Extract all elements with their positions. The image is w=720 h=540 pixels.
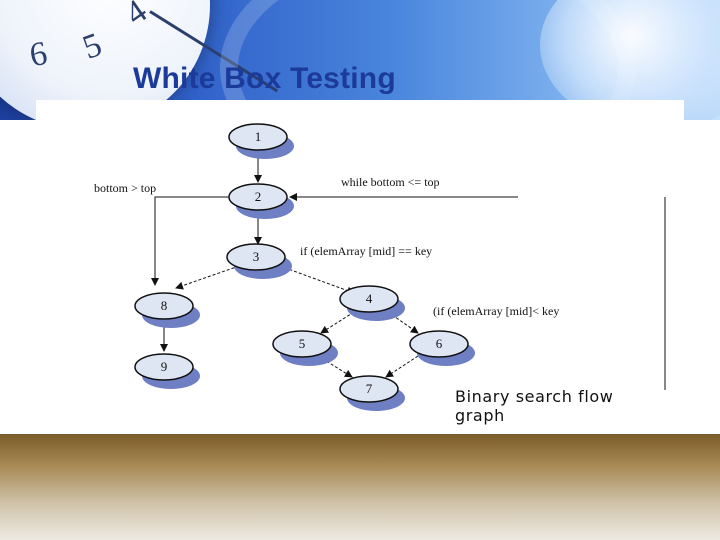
flow-graph: 1 2 3 4 5 6 7 8 9 bottom > top while bottom <= t… [94,123,666,411]
node-9-ellipse [134,353,194,381]
edge-2-8 [151,196,229,286]
label-if-less: (if (elemArray [mid]< key [433,304,559,318]
edge-4-5 [320,311,355,334]
edge-3-8 [175,265,240,290]
node-1: 1 [228,123,294,159]
node-2-label: 2 [255,189,262,204]
node-3-label: 3 [253,249,260,264]
edge-3-4 [279,265,355,295]
slide-title: White Box Testing [133,62,396,95]
node-6-ellipse [409,330,469,358]
node-layer: 1 2 3 4 5 6 7 8 9 [134,123,475,411]
node-4-ellipse [339,285,399,313]
node-6: 6 [409,330,475,366]
label-if-equal: if (elemArray [mid] == key [300,244,432,258]
node-4: 4 [339,285,405,321]
node-6-label: 6 [436,336,443,351]
flow-graph-figure: 1 2 3 4 5 6 7 8 9 bottom > top while bottom <= t… [36,100,684,434]
figure-caption: Binary search flow graph [455,387,614,425]
edge-6-7 [385,355,419,378]
node-5: 5 [272,330,338,366]
node-7: 7 [339,375,405,411]
node-7-label: 7 [366,381,373,396]
node-2: 2 [228,183,294,219]
node-8-label: 8 [161,298,168,313]
node-1-label: 1 [255,129,262,144]
node-9-label: 9 [161,359,168,374]
node-5-ellipse [272,330,332,358]
node-3: 3 [226,243,292,279]
node-8: 8 [134,292,200,328]
label-bottom-gt-top: bottom > top [94,181,156,195]
node-1-ellipse [228,123,288,151]
node-5-label: 5 [299,336,306,351]
node-3-ellipse [226,243,286,271]
footer-band [0,434,720,540]
node-8-ellipse [134,292,194,320]
node-4-label: 4 [366,291,373,306]
edge-label-layer: bottom > top while bottom <= top if (ele… [94,175,559,318]
node-9: 9 [134,353,200,389]
node-2-ellipse [228,183,288,211]
node-7-ellipse [339,375,399,403]
label-while-loop: while bottom <= top [341,175,440,189]
